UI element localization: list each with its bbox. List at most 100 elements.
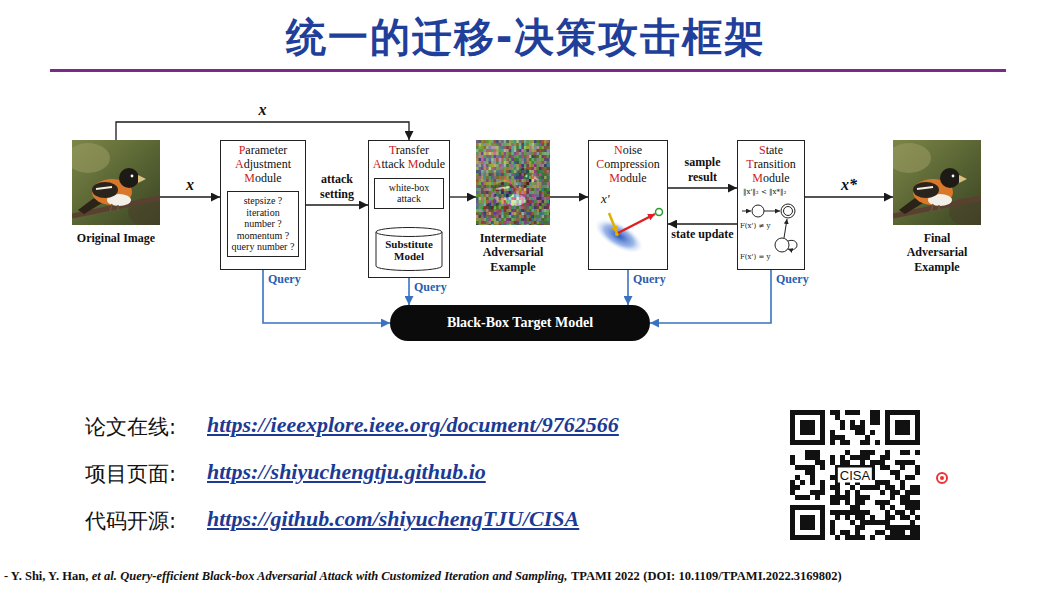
- noise-pixel: [526, 221, 529, 224]
- noise-pixel: [501, 215, 504, 218]
- flow-arrow: [805, 196, 893, 197]
- noise-pixel: [519, 164, 522, 167]
- noise-pixel: [499, 197, 502, 200]
- noise-pixel: [514, 143, 517, 146]
- query-arrow: [408, 278, 410, 305]
- qr-module: [910, 485, 915, 490]
- noise-pixel: [504, 170, 507, 173]
- qr-module: [910, 520, 915, 525]
- noise-pixel: [479, 176, 482, 179]
- qr-module: [905, 515, 910, 520]
- qr-module: [810, 470, 815, 475]
- noise-pixel: [532, 146, 535, 149]
- qr-module: [865, 450, 870, 455]
- noise-pixel: [496, 161, 499, 164]
- noise-pixel: [509, 191, 512, 194]
- noise-pixel: [499, 200, 502, 203]
- noise-pixel: [476, 173, 479, 176]
- noise-pixel: [499, 173, 502, 176]
- noise-pixel: [521, 212, 524, 215]
- noise-pixel: [529, 203, 532, 206]
- noise-pixel: [479, 212, 482, 215]
- qr-module: [870, 520, 875, 525]
- noise-pixel: [514, 221, 517, 224]
- noise-pixel: [509, 170, 512, 173]
- noise-pixel: [479, 206, 482, 209]
- noise-pixel: [532, 149, 535, 152]
- qr-module: [800, 520, 805, 525]
- noise-pixel: [547, 215, 550, 218]
- noise-pixel: [511, 188, 514, 191]
- setting-text: momentum ?: [230, 230, 296, 242]
- noise-pixel: [514, 167, 517, 170]
- noise-pixel: [526, 140, 529, 143]
- noise-pixel: [549, 182, 550, 185]
- noise-pixel: [479, 167, 482, 170]
- noise-pixel: [494, 206, 497, 209]
- noise-pixel: [519, 170, 522, 173]
- noise-pixel: [526, 209, 529, 212]
- qr-module: [875, 520, 880, 525]
- initial-letter: T: [389, 143, 396, 157]
- noise-pixel: [537, 218, 540, 221]
- noise-pixel: [476, 218, 479, 221]
- noise-pixel: [549, 164, 550, 167]
- noise-pixel: [479, 209, 482, 212]
- noise-pixel: [476, 143, 479, 146]
- noise-pixel: [484, 179, 487, 182]
- qr-module: [860, 450, 865, 455]
- qr-module: [900, 500, 905, 505]
- noise-pixel: [504, 146, 507, 149]
- qr-module: [885, 410, 890, 415]
- noise-pixel: [544, 206, 547, 209]
- image-caption: Original Image: [56, 231, 176, 245]
- qr-module: [915, 500, 920, 505]
- noise-pixel: [521, 194, 524, 197]
- noise-pixel: [524, 149, 527, 152]
- noise-pixel: [521, 182, 524, 185]
- noise-pixel: [486, 197, 489, 200]
- noise-pixel: [529, 149, 532, 152]
- noise-pixel: [526, 200, 529, 203]
- qr-module: [830, 500, 835, 505]
- noise-pixel: [537, 194, 540, 197]
- noise-pixel: [491, 152, 494, 155]
- noise-pixel: [539, 176, 542, 179]
- noise-pixel: [504, 158, 507, 161]
- noise-pixel: [524, 143, 527, 146]
- noise-pixel: [542, 221, 545, 224]
- noise-pixel: [496, 167, 499, 170]
- noise-pixel: [499, 209, 502, 212]
- noise-pixel: [537, 185, 540, 188]
- initial-letter: N: [614, 143, 623, 157]
- noise-pixel: [529, 215, 532, 218]
- qr-module: [790, 480, 795, 485]
- noise-pixel: [524, 197, 527, 200]
- noise-pixel: [489, 224, 492, 225]
- noise-pixel: [491, 221, 494, 224]
- cylinder-top: [376, 227, 442, 236]
- noise-pixel: [516, 179, 519, 182]
- noise-pixel: [486, 176, 489, 179]
- noise-pixel: [534, 191, 537, 194]
- noise-pixel: [506, 206, 509, 209]
- qr-module: [845, 410, 850, 415]
- qr-module: [895, 425, 900, 430]
- qr-module: [795, 440, 800, 445]
- qr-module: [885, 480, 890, 485]
- qr-center-label: CISA: [838, 468, 872, 483]
- noise-pixel: [549, 224, 550, 225]
- noise-pixel: [547, 146, 550, 149]
- noise-pixel: [481, 179, 484, 182]
- noise-pixel: [509, 146, 512, 149]
- noise-pixel: [499, 212, 502, 215]
- noise-pixel: [524, 188, 527, 191]
- qr-module: [885, 425, 890, 430]
- query-label: Query: [268, 272, 301, 287]
- qr-module: [895, 490, 900, 495]
- qr-module: [820, 530, 825, 535]
- noise-pixel: [499, 164, 502, 167]
- noise-pixel: [526, 176, 529, 179]
- qr-module: [890, 485, 895, 490]
- noise-pixel: [514, 149, 517, 152]
